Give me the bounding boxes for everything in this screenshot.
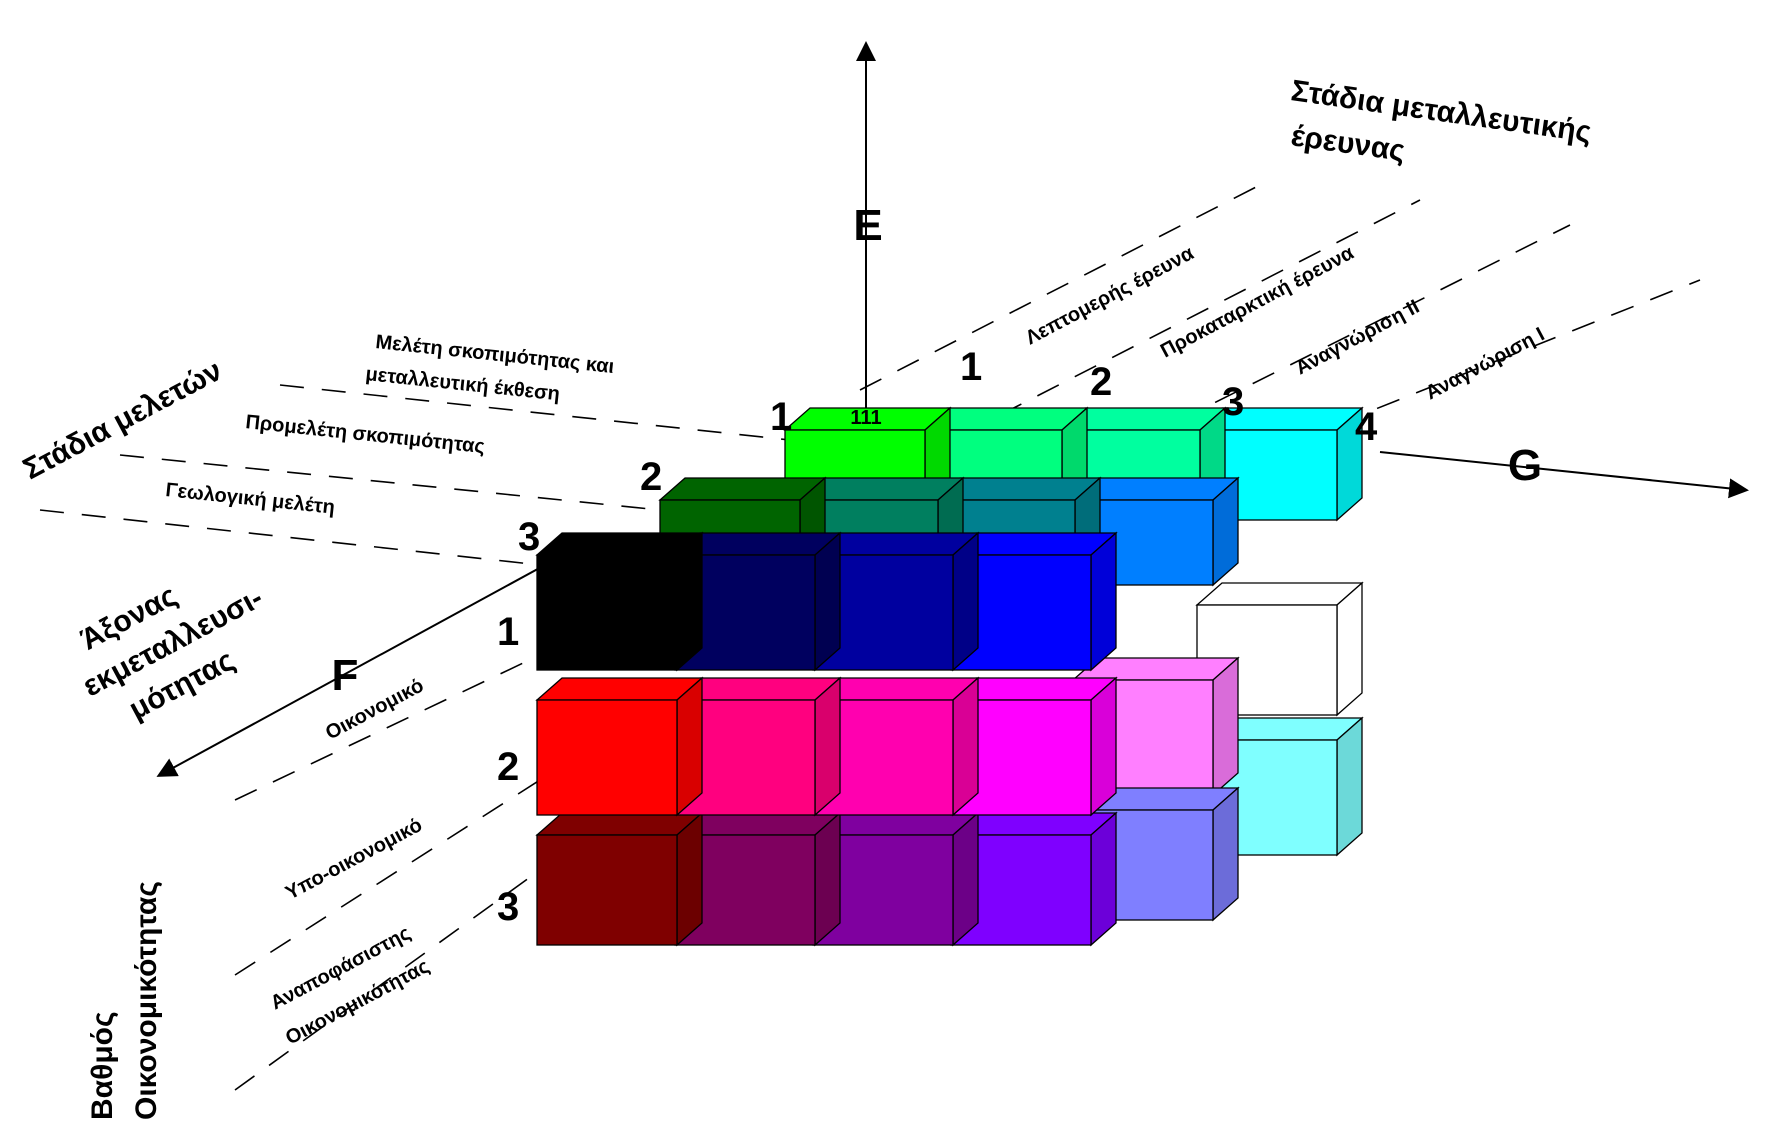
cube-back-periwinkle — [1071, 786, 1240, 922]
exploration-stage-2-num: 2 — [1090, 360, 1112, 404]
economic-level-labels: Οικονομικό Υπο-οικονομικό Αναποφάσιστης … — [267, 610, 519, 1049]
axes — [156, 41, 1749, 777]
heading-axonas: Άξονας εκμεταλλευσι- μότητας — [75, 579, 268, 726]
exploration-stage-3-label: Αναγνώριση II — [1292, 296, 1423, 380]
cube-f2-1-side — [676, 676, 703, 817]
cube-f2-1 — [535, 676, 704, 817]
cube-f2-1-front — [536, 699, 678, 816]
cube-f3-1-front — [536, 834, 678, 946]
cube-f1-4-side — [1090, 531, 1117, 672]
cube-f3-1 — [535, 811, 704, 947]
study-stage-3-label: Γεωλογική μελέτη — [164, 479, 336, 519]
cube-f1-1-front — [536, 554, 678, 671]
cube-f3-1-top — [535, 812, 704, 836]
cube-f3-2-side — [814, 811, 841, 947]
cube-back-white-side — [1336, 581, 1363, 717]
economic-level-3-num: 3 — [497, 885, 519, 929]
cube-f2-3-side — [952, 676, 979, 817]
exploration-stage-4-num: 4 — [1355, 405, 1378, 449]
study-stage-3-num: 3 — [518, 515, 540, 559]
cube-code-label: 111 — [850, 407, 881, 429]
cube-f2-2-side — [814, 676, 841, 817]
dashed-guide-lines — [39, 184, 1701, 1091]
cube-f3-4-side — [1090, 811, 1117, 947]
axis-g-line — [1379, 451, 1749, 499]
heading-stadia-metalleutikis-2: έρευνας — [1289, 119, 1407, 168]
cube-f3-3-side — [952, 811, 979, 947]
cube-f3-1-side — [676, 811, 703, 947]
cube-f1-1-side — [676, 531, 703, 672]
axis-f-line — [156, 564, 546, 777]
heading-vathmos-line1: Βαθμός — [86, 1011, 119, 1120]
cube-back-cyan-light-side — [1336, 716, 1363, 857]
economic-level-2-num: 2 — [497, 745, 519, 789]
study-stage-2-label: Προμελέτη σκοπιμότητας — [244, 411, 485, 458]
axis-g-label: G — [1508, 441, 1542, 490]
cube-f2-4-side — [1090, 676, 1117, 817]
economic-level-2-label: Υπο-οικονομικό — [282, 814, 426, 904]
cube-f1-2-side — [814, 531, 841, 672]
axis-e-label: E — [853, 201, 882, 250]
exploration-stage-3-num: 3 — [1222, 380, 1244, 424]
heading-vathmos-line2: Οικονομικότητας — [130, 881, 163, 1120]
exploration-stage-1-num: 1 — [960, 345, 982, 389]
cube-back-periwinkle-side — [1212, 786, 1239, 922]
heading-vathmos: Βαθμός Οικονομικότητας — [86, 881, 163, 1120]
cube-grid — [535, 406, 1364, 947]
cube-back-white-top — [1195, 582, 1364, 606]
heading-stadia-meletwn: Στάδια μελετών — [18, 354, 228, 486]
study-stage-1-num: 1 — [770, 395, 792, 439]
cube-f2-2 — [673, 676, 842, 817]
exploration-stage-1-label: Λεπτομερής έρευνα — [1022, 242, 1198, 350]
study-stage-2-num: 2 — [640, 455, 662, 499]
economic-level-1-num: 1 — [497, 610, 519, 654]
cube-f2-1-top — [535, 677, 704, 701]
cube-f1-3-side — [952, 531, 979, 672]
cube-back-pink-light-side — [1212, 656, 1239, 797]
cube-f1-1-top — [535, 532, 704, 556]
axis-f-label: F — [332, 651, 359, 700]
cube-e2-1-top — [658, 477, 827, 501]
exploration-stage-4-label: Αναγνώριση I — [1422, 323, 1548, 404]
cube-f1-1 — [535, 531, 704, 672]
